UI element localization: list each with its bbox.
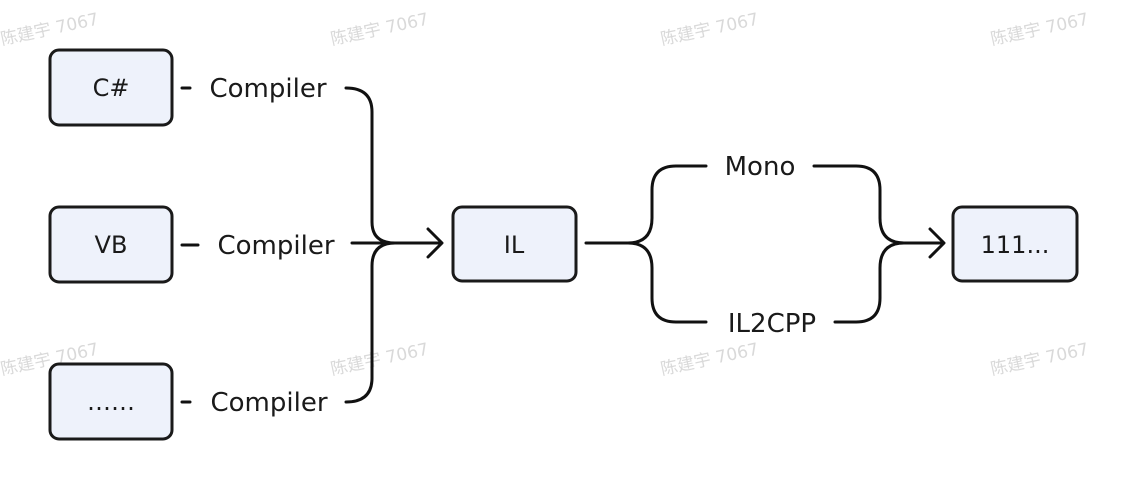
arrowhead-output [928, 227, 946, 259]
compiler-label-csharp: Compiler [209, 74, 326, 104]
compiler-label-vb: Compiler [217, 231, 334, 261]
node-csharp-label: C# [93, 74, 130, 102]
watermark: 陈建宇 7067 [989, 10, 1091, 50]
edge-il2cpp-to-output [833, 241, 906, 324]
edges [180, 86, 946, 404]
node-other[interactable]: …… [48, 362, 174, 441]
watermark: 陈建宇 7067 [0, 10, 101, 50]
il2cpp-label: IL2CPP [728, 309, 816, 339]
edge-il-to-il2cpp [626, 241, 708, 324]
watermark: 陈建宇 7067 [659, 10, 761, 50]
edge-csharp-to-il [344, 86, 442, 245]
edge-mono-to-output [812, 164, 944, 245]
watermark: 陈建宇 7067 [329, 340, 431, 380]
watermark: 陈建宇 7067 [659, 340, 761, 380]
mono-label: Mono [725, 152, 796, 182]
node-vb-label: VB [95, 231, 128, 259]
arrowhead-il [426, 227, 444, 259]
compiler-label-other: Compiler [210, 388, 327, 418]
node-il-label: IL [504, 231, 525, 259]
node-output-label: 111... [981, 231, 1050, 259]
node-output[interactable]: 111... [951, 205, 1079, 283]
watermark: 陈建宇 7067 [989, 340, 1091, 380]
node-other-label: …… [87, 388, 135, 416]
node-csharp[interactable]: C# [48, 48, 174, 127]
watermark: 陈建宇 7067 [329, 10, 431, 50]
edge-labels: Compiler Compiler Compiler Mono IL2CPP [209, 74, 816, 418]
node-vb[interactable]: VB [48, 205, 174, 284]
edge-il-to-mono [584, 164, 708, 245]
node-il[interactable]: IL [451, 205, 578, 283]
edge-other-to-il [344, 241, 397, 404]
